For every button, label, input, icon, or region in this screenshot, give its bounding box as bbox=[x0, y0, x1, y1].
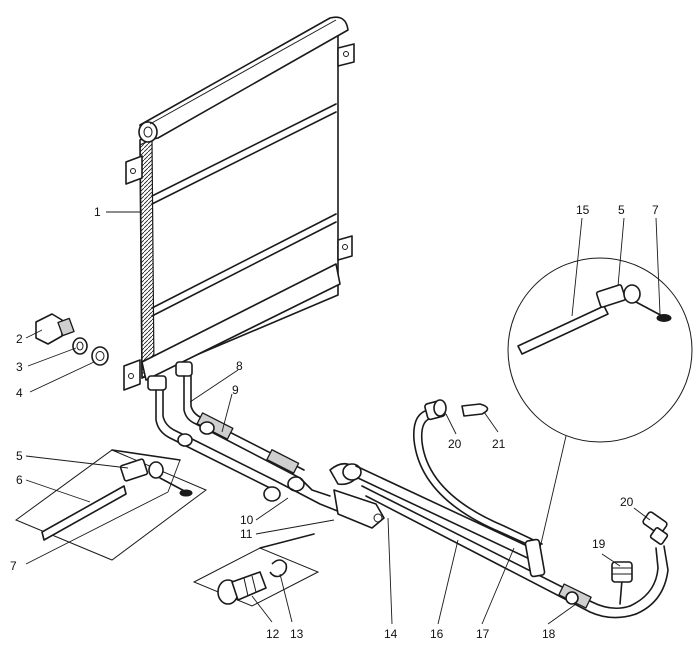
callout-11: 11 bbox=[240, 527, 253, 541]
clamp-inset-left bbox=[14, 449, 207, 561]
callout-2: 2 bbox=[16, 332, 23, 346]
callout-4: 4 bbox=[16, 386, 23, 400]
callout-1: 1 bbox=[94, 205, 101, 219]
callout-7: 7 bbox=[10, 559, 17, 573]
callout-19: 19 bbox=[592, 537, 606, 551]
long-oil-lines bbox=[355, 409, 669, 619]
drain-bolt-washers bbox=[35, 313, 109, 366]
bolt-inset-bottom bbox=[192, 533, 320, 607]
callout-14: 14 bbox=[384, 627, 398, 641]
callout-18: 18 bbox=[542, 627, 556, 641]
callout-7b: 7 bbox=[652, 203, 659, 217]
radiator-outlet-pipes bbox=[147, 361, 385, 529]
callout-labels: 1 2 3 4 5 6 7 8 9 10 11 12 13 14 16 17 1… bbox=[10, 203, 659, 641]
oil-cooler-radiator bbox=[123, 16, 355, 391]
hose-fittings-top bbox=[424, 399, 489, 421]
callout-5b: 5 bbox=[618, 203, 625, 217]
callout-8: 8 bbox=[236, 359, 243, 373]
callout-16: 16 bbox=[430, 627, 444, 641]
callout-17: 17 bbox=[476, 627, 490, 641]
callout-9: 9 bbox=[232, 383, 239, 397]
callout-5: 5 bbox=[16, 449, 23, 463]
callout-15: 15 bbox=[576, 203, 590, 217]
leader-lines bbox=[25, 211, 661, 625]
callout-13: 13 bbox=[290, 627, 304, 641]
callout-20b: 20 bbox=[620, 495, 634, 509]
callout-20: 20 bbox=[448, 437, 462, 451]
callout-6: 6 bbox=[16, 473, 23, 487]
callout-10: 10 bbox=[240, 513, 254, 527]
callout-21: 21 bbox=[492, 437, 506, 451]
callout-12: 12 bbox=[266, 627, 280, 641]
clamp-inset-circle bbox=[507, 257, 693, 549]
callout-3: 3 bbox=[16, 360, 23, 374]
